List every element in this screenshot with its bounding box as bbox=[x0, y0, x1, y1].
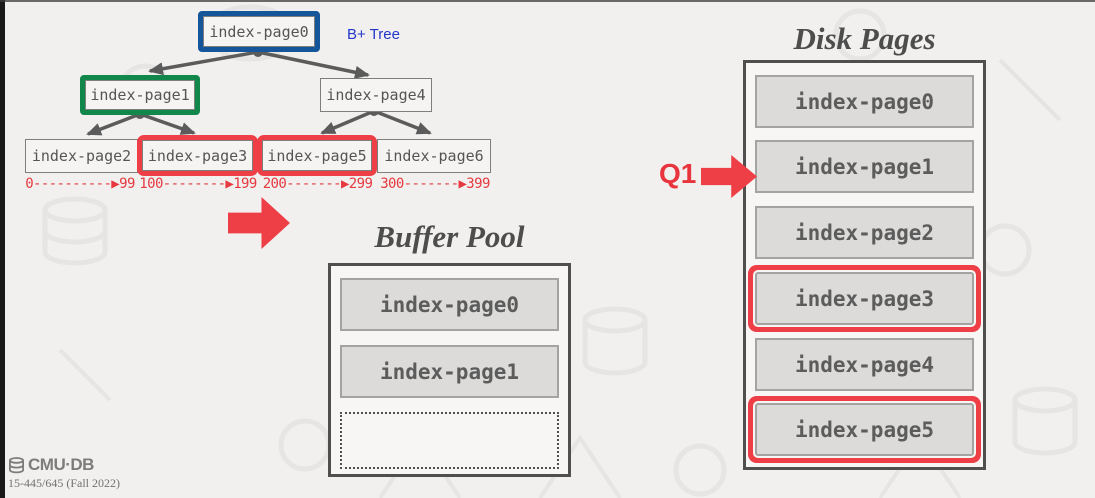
cmu-db-logo: CMU·DB bbox=[8, 455, 94, 475]
tree-node-inner-4: index-page4 bbox=[320, 78, 432, 112]
tree-node-label: index-page5 bbox=[262, 140, 372, 171]
buffer-pool-box: index-page0 index-page1 bbox=[328, 263, 571, 477]
buffer-slot: index-page0 bbox=[340, 278, 559, 331]
query-label: Q1 bbox=[659, 158, 697, 189]
buffer-pool-title: Buffer Pool bbox=[374, 219, 525, 254]
btree-diagram-label: B+ Tree bbox=[347, 26, 400, 43]
disk-slot: index-page0 bbox=[755, 75, 974, 128]
tree-node-label: index-page2 bbox=[25, 139, 138, 173]
key-range-label: 200-------▶299 bbox=[262, 176, 373, 192]
disk-slot: index-page4 bbox=[755, 338, 974, 391]
key-range-label: 0----------▶99 bbox=[25, 176, 135, 192]
disk-pages-title: Disk Pages bbox=[793, 21, 936, 56]
key-range-label: 300-------▶399 bbox=[380, 176, 490, 192]
tree-node-root: index-page0 bbox=[198, 11, 320, 52]
tree-node-label: index-page6 bbox=[377, 139, 491, 173]
tree-leaf-page5: index-page5 bbox=[257, 135, 377, 176]
tree-leaf-page3: index-page3 bbox=[137, 135, 258, 176]
disk-slot: index-page2 bbox=[755, 206, 974, 259]
tree-node-label: index-page1 bbox=[85, 80, 195, 110]
key-range-label: 100--------▶199 bbox=[139, 176, 257, 192]
disk-pages-box: index-page0 index-page1 index-page2 inde… bbox=[743, 60, 986, 470]
tree-edges bbox=[86, 47, 432, 136]
slide-top-border bbox=[0, 0, 1095, 2]
database-icon bbox=[9, 456, 24, 473]
buffer-slot: index-page1 bbox=[340, 345, 559, 398]
course-label: 15-445/645 (Fall 2022) bbox=[8, 476, 120, 490]
tree-leaf-page2: index-page2 bbox=[25, 139, 138, 173]
tree-node-inner-1: index-page1 bbox=[80, 75, 200, 115]
flow-arrow-icon bbox=[228, 197, 290, 249]
tree-leaf-page6: index-page6 bbox=[377, 139, 491, 173]
disk-slot-highlighted: index-page5 bbox=[755, 403, 974, 456]
tree-node-label: index-page4 bbox=[320, 78, 432, 112]
slide-left-border bbox=[0, 0, 5, 498]
buffer-slot-empty bbox=[340, 412, 559, 469]
logo-text: CMU·DB bbox=[28, 455, 94, 474]
tree-node-label: index-page3 bbox=[142, 140, 253, 171]
disk-slot: index-page1 bbox=[755, 140, 974, 193]
disk-slot-highlighted: index-page3 bbox=[755, 272, 974, 325]
tree-node-label: index-page0 bbox=[203, 16, 315, 47]
